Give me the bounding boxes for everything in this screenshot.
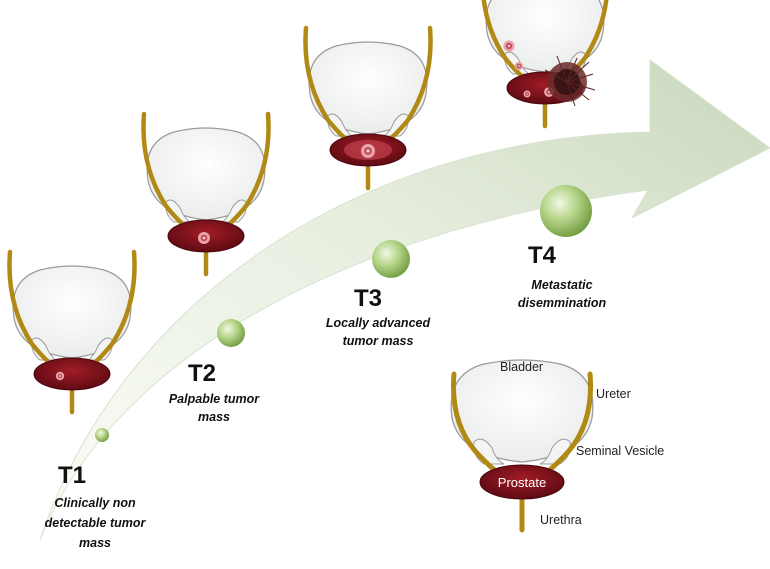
bubble-t1 [95,428,109,442]
svg-text:Palpable tumor: Palpable tumor [169,392,260,406]
stage-label-t3: T3 [354,285,382,312]
svg-text:tumor mass: tumor mass [343,334,414,348]
label-bladder: Bladder [500,360,543,374]
progression-arrow [40,60,770,540]
svg-text:mass: mass [198,410,230,424]
t1-organ-illustration [9,252,134,412]
label-ureter: Ureter [596,387,631,401]
stage-label-t2: T2 [188,360,216,387]
label-urethra: Urethra [540,513,582,527]
reference-anatomy-illustration [451,360,593,530]
stage-description-t4: Metastatic disemmination [518,278,607,310]
svg-text:detectable tumor: detectable tumor [45,516,147,530]
stage-description-t3: Locally advanced tumor mass [326,316,431,348]
t3-organ-illustration [305,28,430,188]
t4-organ-illustration [482,0,607,126]
stage-description-t2: Palpable tumor mass [169,392,260,424]
stage-label-t1: T1 [58,462,86,489]
svg-text:mass: mass [79,536,111,550]
svg-text:Metastatic: Metastatic [531,278,592,292]
t2-organ-illustration [143,114,268,274]
svg-text:Clinically non: Clinically non [54,496,136,510]
bubble-t4 [540,185,592,237]
bubble-t3 [372,240,410,278]
bubble-t2 [217,319,245,347]
stage-description-t1: Clinically non detectable tumor mass [45,496,147,550]
label-seminal-vesicle: Seminal Vesicle [576,444,664,458]
svg-text:Locally advanced: Locally advanced [326,316,431,330]
svg-text:disemmination: disemmination [518,296,607,310]
label-prostate: Prostate [498,475,546,490]
stage-label-t4: T4 [528,242,557,269]
